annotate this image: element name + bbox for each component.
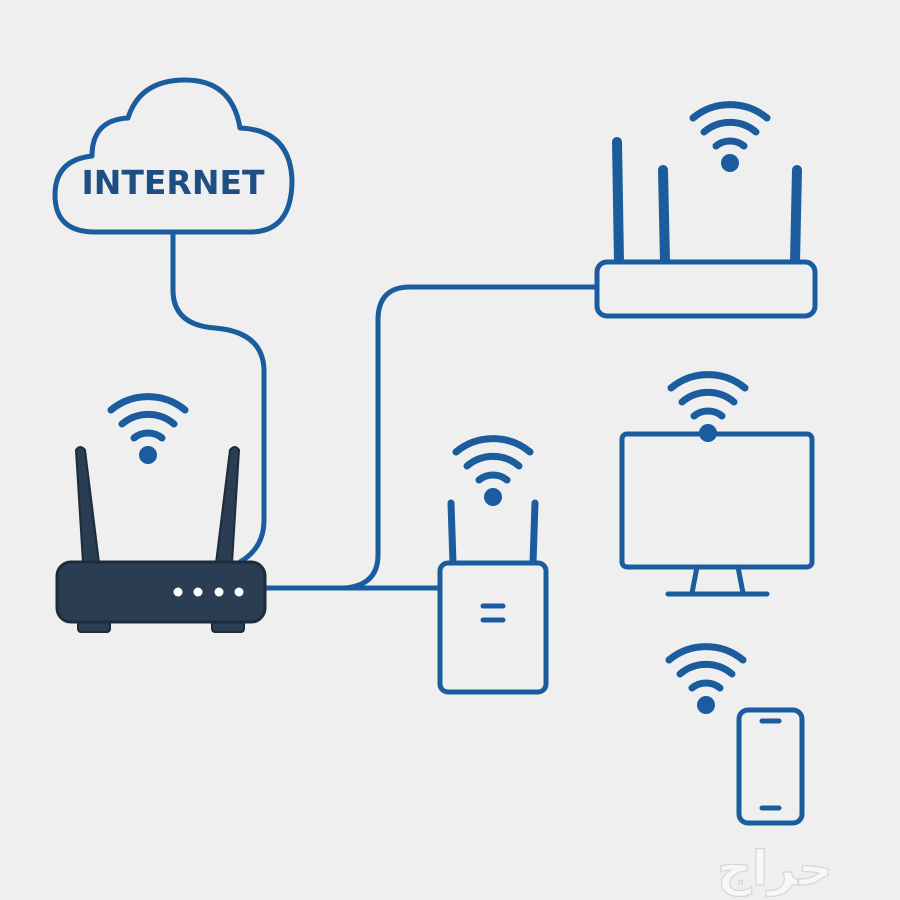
watermark: حراج — [717, 841, 833, 897]
cloud-icon: INTERNET — [52, 77, 295, 235]
antenna-left — [74, 446, 101, 564]
smartphone — [665, 643, 805, 826]
antenna — [790, 165, 802, 267]
antenna — [658, 165, 670, 267]
wifi-icon — [452, 435, 534, 506]
antenna — [447, 499, 457, 567]
router-body — [55, 560, 267, 624]
wifi-router — [594, 101, 818, 319]
status-light — [234, 587, 244, 597]
monitor — [619, 371, 815, 597]
internet-label: INTERNET — [81, 163, 265, 202]
range-extender — [437, 435, 549, 695]
status-light — [214, 587, 224, 597]
monitor-stand — [665, 564, 770, 597]
antenna — [529, 499, 539, 567]
monitor-screen — [619, 431, 815, 570]
wifi-icon — [665, 643, 747, 714]
wifi-icon — [667, 371, 749, 442]
main-router — [55, 393, 267, 633]
cable-to-wifi-router — [342, 284, 600, 591]
wifi-icon — [107, 393, 189, 464]
extender-body — [437, 560, 549, 695]
status-light — [193, 587, 203, 597]
status-light — [173, 587, 183, 597]
wifi-icon — [689, 101, 771, 172]
antenna-right — [214, 446, 241, 564]
cable-cloud-to-router — [170, 229, 267, 565]
antenna — [612, 137, 624, 267]
router-body — [594, 259, 818, 319]
phone-body — [736, 707, 805, 826]
